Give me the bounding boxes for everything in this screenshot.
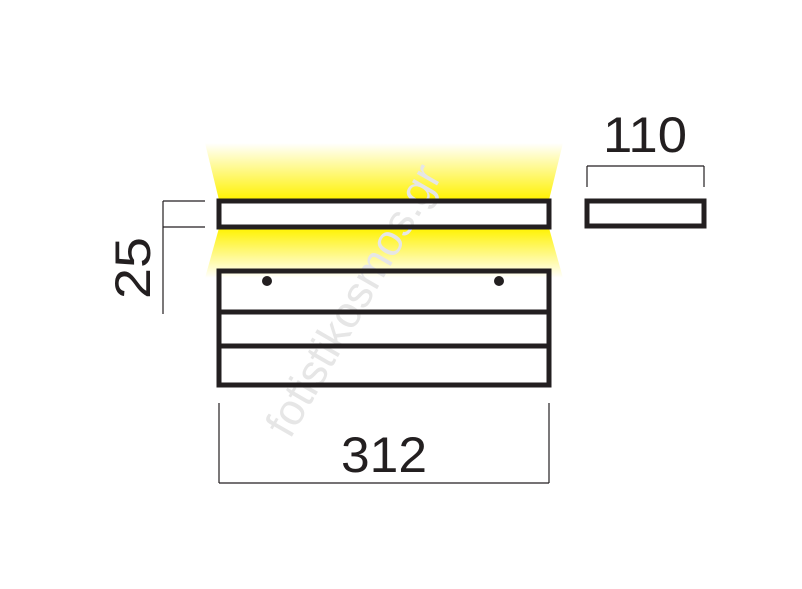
side-view-profile — [584, 198, 707, 229]
height-dimension-label: 25 — [105, 237, 161, 299]
dimension-lines — [162, 165, 705, 484]
mount-hole-right — [494, 276, 504, 286]
depth-dimension-label: 110 — [603, 107, 687, 163]
width-dimension-label: 312 — [341, 427, 427, 483]
light-glow-down — [205, 228, 563, 278]
front-view-body — [216, 268, 552, 388]
front-view-top-profile — [216, 198, 552, 230]
mount-hole-left — [262, 276, 272, 286]
light-glow-up — [205, 143, 563, 200]
